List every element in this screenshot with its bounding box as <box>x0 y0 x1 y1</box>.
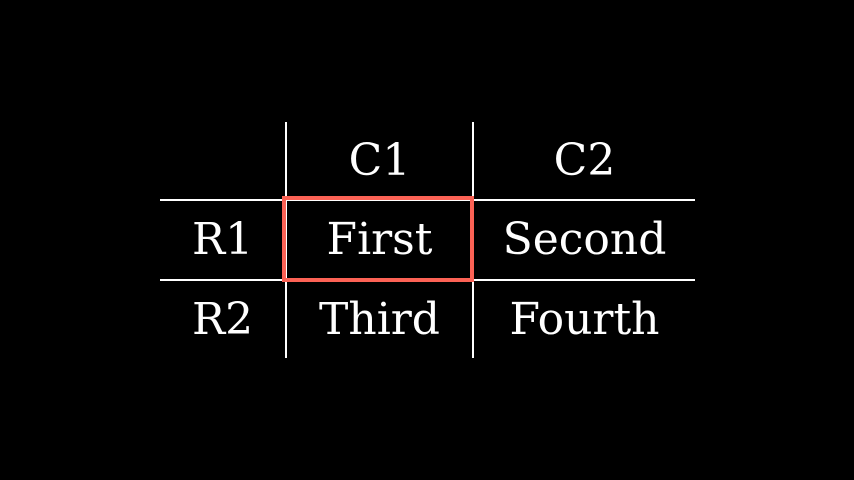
column-header-c1: C1 <box>348 134 411 186</box>
table-cell-r1-c1: First <box>326 214 433 265</box>
table-cell-r2-c2: Fourth <box>509 293 660 345</box>
highlight-rectangle <box>282 196 474 282</box>
table-grid-line-vertical-1 <box>285 122 287 358</box>
table-cell-r2-c1: Third <box>319 293 440 345</box>
table: C1 C2 R1 First Second R2 Third Fourth <box>160 122 695 358</box>
table-cell-r1-c2: Second <box>502 214 667 265</box>
row-header-r1: R1 <box>191 214 254 265</box>
row-header-r2: R2 <box>191 293 254 345</box>
column-header-c2: C2 <box>553 134 616 186</box>
table-grid-line-horizontal-1 <box>160 199 695 201</box>
